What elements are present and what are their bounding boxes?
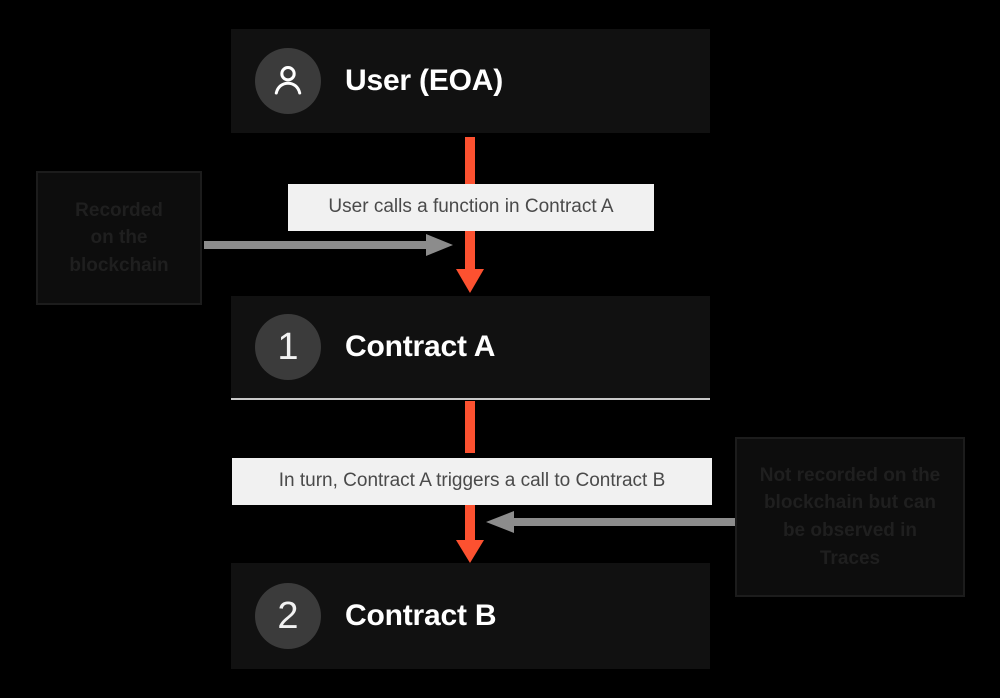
callout-recorded-line-3: blockchain (69, 254, 169, 276)
step-number-badge-1: 1 (255, 314, 321, 380)
callout-not-recorded-traces: Not recorded on the blockchain but can b… (735, 437, 965, 597)
callout-recorded-on-blockchain: Recorded on the blockchain (36, 171, 202, 305)
step-number-badge-2: 2 (255, 583, 321, 649)
node-contract-b[interactable]: 2 Contract B (231, 563, 710, 669)
node-contract-a-title: Contract A (345, 330, 496, 363)
edge-label-contract-a-to-contract-b: In turn, Contract A triggers a call to C… (232, 458, 712, 505)
callout-recorded-line-1: Recorded (75, 199, 163, 221)
arrow-label-to-contract-b (456, 505, 484, 563)
connector-arrow-recorded (204, 234, 453, 256)
connector-arrow-not-recorded (486, 511, 736, 533)
edge-label-contract-a-to-contract-b-text: In turn, Contract A triggers a call to C… (278, 470, 666, 492)
callout-not-recorded-line-2: blockchain but can (763, 492, 937, 514)
arrow-contract-a-to-label (465, 401, 475, 453)
person-icon (255, 48, 321, 114)
callout-recorded-line-2: on the (90, 227, 148, 249)
callout-not-recorded-line-4: Traces (819, 547, 881, 569)
step-number-2: 2 (277, 595, 299, 637)
node-contract-b-title: Contract B (345, 599, 497, 632)
step-number-1: 1 (277, 326, 299, 368)
arrow-label-to-contract-a (456, 229, 484, 293)
arrow-user-to-label (465, 137, 475, 187)
node-contract-a[interactable]: 1 Contract A (231, 296, 710, 400)
callout-not-recorded-line-1: Not recorded on the (759, 464, 941, 486)
node-user[interactable]: User (EOA) (231, 29, 710, 133)
edge-label-user-to-contract-a: User calls a function in Contract A (288, 184, 654, 231)
edge-label-user-to-contract-a-text: User calls a function in Contract A (328, 196, 614, 218)
callout-not-recorded-line-3: be observed in (782, 520, 918, 541)
node-user-title: User (EOA) (345, 64, 504, 97)
